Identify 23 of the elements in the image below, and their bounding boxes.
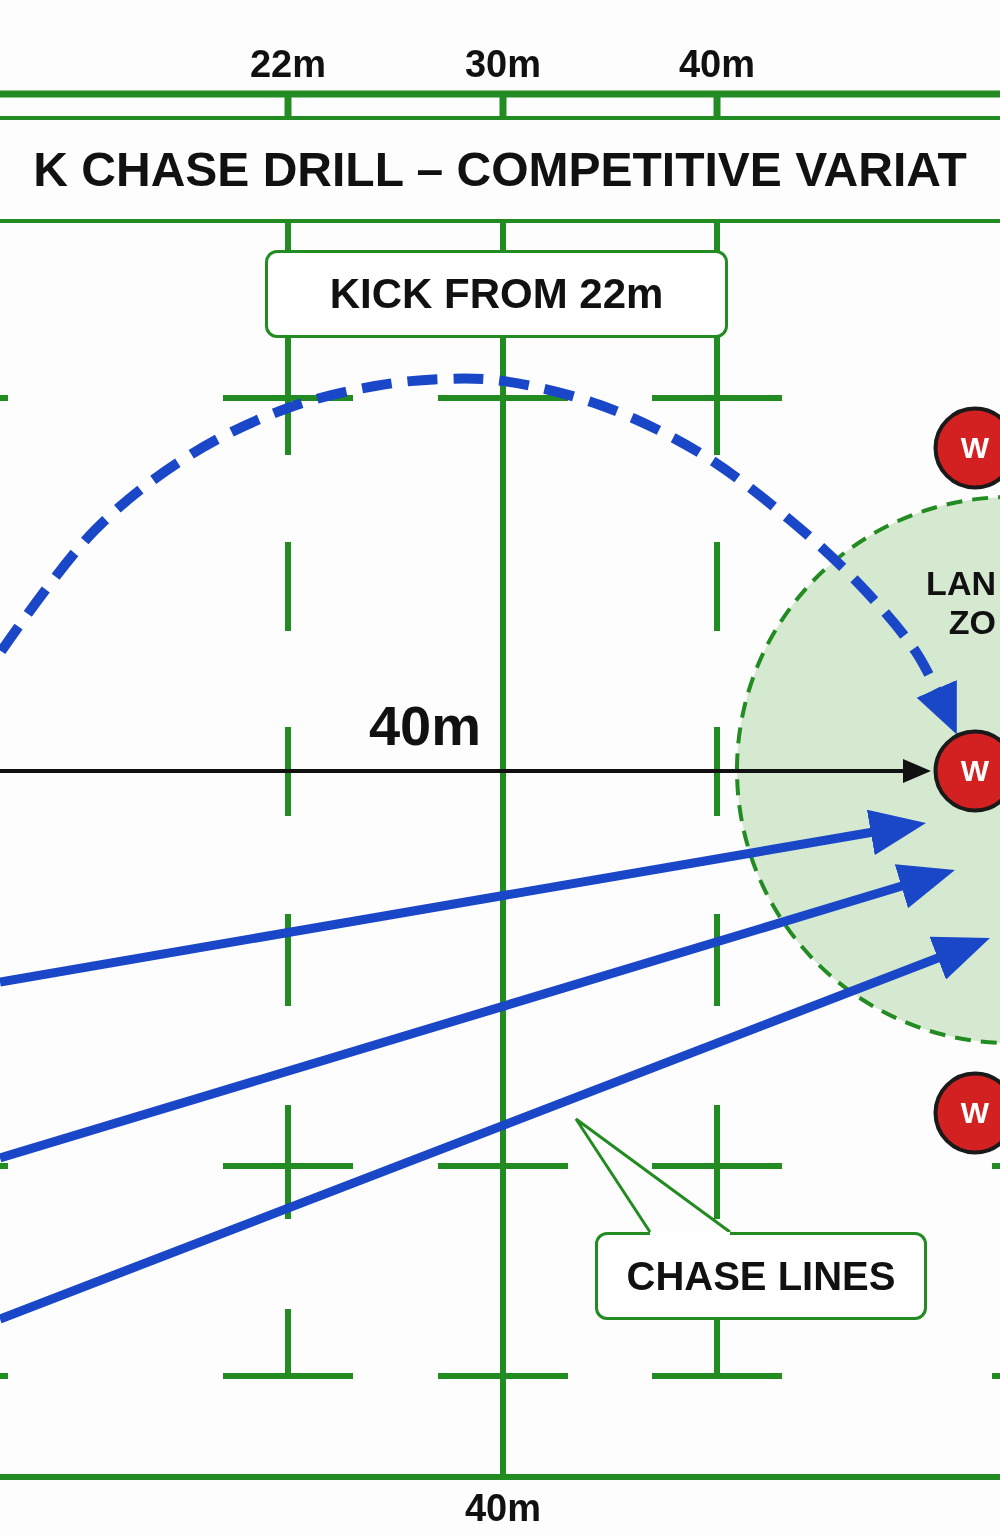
player-marker: [933, 406, 1000, 490]
title: K CHASE DRILL – COMPETITIVE VARIAT: [32, 142, 968, 198]
dimension-label: 40m: [368, 698, 482, 754]
player-letter: W: [960, 1098, 990, 1128]
text-box: [265, 250, 728, 338]
chase-arrow: [0, 864, 955, 1163]
player-letter: W: [960, 433, 990, 463]
zone-label: LAN ZO: [925, 564, 996, 643]
leader-line: [574, 1117, 731, 1234]
callout-bubble: [595, 1232, 927, 1320]
player-marker: [933, 1071, 1000, 1155]
distance-label: 22m: [249, 45, 327, 83]
distance-label: 30m: [464, 45, 542, 83]
distance-label: 40m: [464, 1489, 542, 1527]
chase-arrow: [0, 936, 990, 1324]
box-label: KICK FROM 22m: [329, 269, 664, 319]
player-marker: [933, 729, 1000, 813]
distance-label: 40m: [678, 45, 756, 83]
landing-zone: [734, 494, 1000, 1046]
kick-arc-arrow: [0, 373, 957, 735]
callout-text: CHASE LINES: [626, 1253, 896, 1299]
player-letter: W: [960, 756, 990, 786]
chase-arrow: [0, 809, 926, 987]
